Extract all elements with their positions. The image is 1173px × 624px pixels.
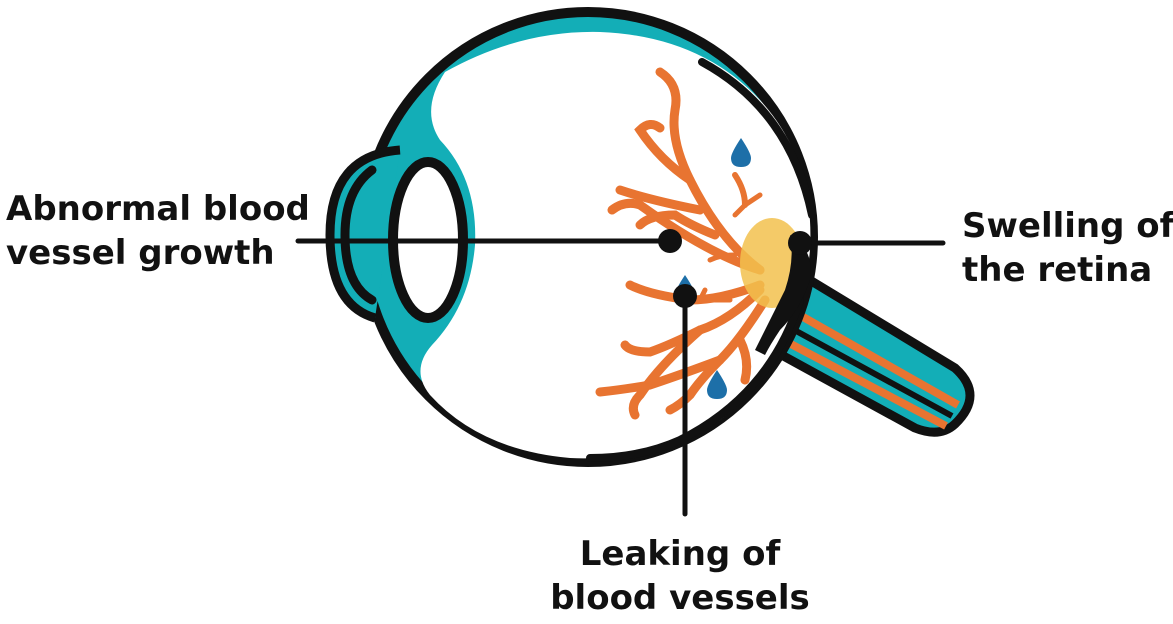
label-line: the retina (962, 248, 1173, 292)
label-line: Abnormal blood (6, 187, 310, 231)
label-line: Leaking of (550, 532, 810, 576)
label-line: vessel growth (6, 231, 310, 275)
label-line: blood vessels (550, 576, 810, 620)
label-abnormal-blood-vessel-growth: Abnormal blood vessel growth (6, 187, 310, 275)
label-swelling-of-retina: Swelling of the retina (962, 204, 1173, 292)
label-leaking-of-blood-vessels: Leaking of blood vessels (550, 532, 810, 620)
label-line: Swelling of (962, 204, 1173, 248)
